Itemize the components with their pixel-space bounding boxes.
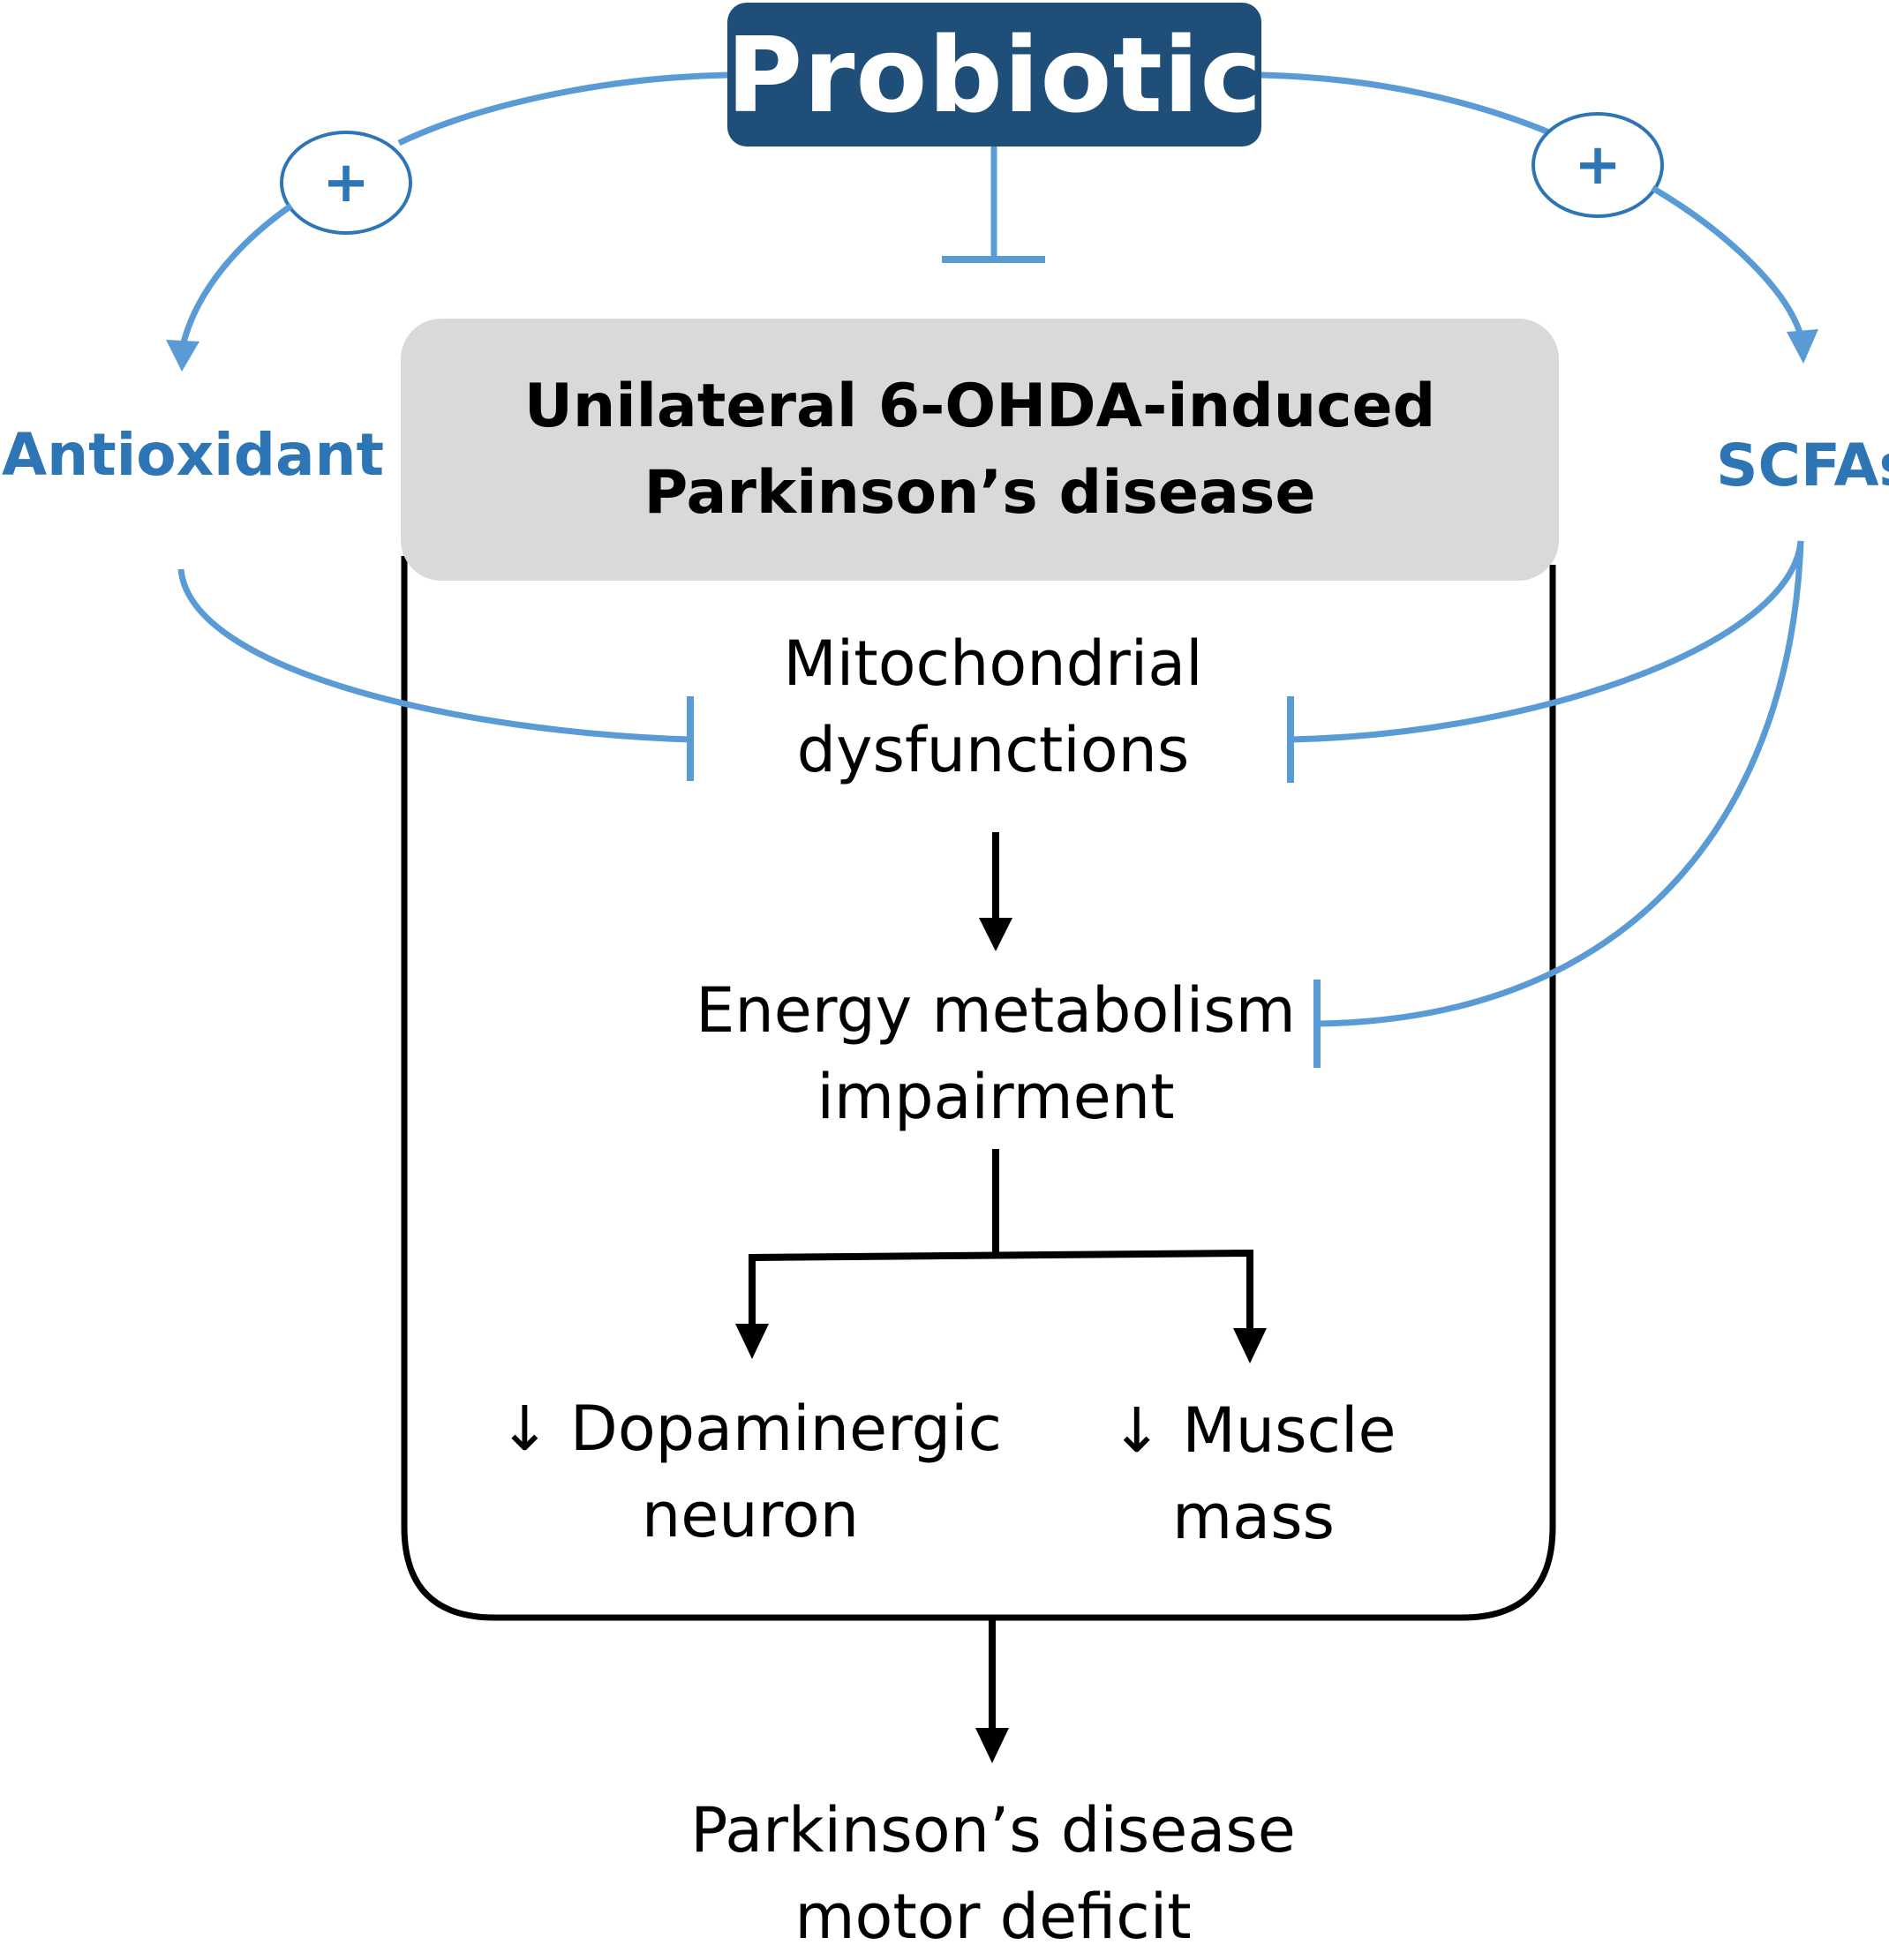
energy-line1: Energy metabolism (696, 974, 1296, 1047)
motor-line2: motor deficit (794, 1881, 1192, 1953)
muscle-line1: ↓ Muscle (1110, 1394, 1396, 1467)
scfas-energy-inhibition-curve (1316, 540, 1804, 1027)
scfas-activation-arrowhead (1787, 329, 1818, 364)
scfas-label: SCFAs (1716, 432, 1889, 499)
scfas-activation-arrow-line (1651, 184, 1804, 337)
disease-model-line1: Unilateral 6-OHDA-induced (523, 371, 1436, 441)
antioxidant-label: Antioxidant (2, 421, 385, 489)
energy-metabolism-node: Energy metabolism impairment (687, 967, 1305, 1140)
probiotic-to-scfas-curve (1261, 71, 1551, 136)
probiotic-to-antioxidant-curve (397, 71, 728, 146)
mitochondrial-to-energy-arrowhead (979, 918, 1012, 951)
disease-model-header: Unilateral 6-OHDA-induced Parkinson’s di… (401, 319, 1559, 581)
scfas-plus-sign: + (1574, 132, 1622, 198)
motor-deficit-node: Parkinson’s disease motor deficit (684, 1787, 1302, 1960)
antioxidant-activation-arrow-line (179, 203, 294, 347)
dopaminergic-line2: neuron (641, 1479, 860, 1551)
antioxidant-plus-sign: + (322, 150, 370, 215)
probiotic-label: Probiotic (726, 13, 1263, 136)
antioxidant-activation-arrowhead (166, 340, 199, 372)
mitochondrial-line2: dysfunctions (796, 714, 1190, 786)
dopaminergic-line1: ↓ Dopaminergic (499, 1393, 1002, 1465)
mitochondrial-dysfunctions-node: Mitochondrial dysfunctions (728, 620, 1258, 793)
muscle-mass-node: ↓ Muscle mass (1086, 1387, 1421, 1560)
branch-to-muscle-arrowhead (1233, 1328, 1267, 1363)
scfas-plus-circle (1532, 112, 1664, 218)
energy-line2: impairment (817, 1061, 1175, 1133)
energy-branch-split (749, 1249, 1253, 1328)
container-to-motor-arrowhead (975, 1728, 1009, 1763)
antioxidant-inhibition-curve (177, 568, 691, 743)
antioxidant-plus-circle (280, 131, 412, 235)
dopaminergic-neuron-node: ↓ Dopaminergic neuron (494, 1386, 1006, 1558)
scfas-mitochondrial-inhibition-curve (1290, 540, 1804, 743)
mitochondrial-line1: Mitochondrial (783, 627, 1203, 700)
probiotic-box: Probiotic (726, 3, 1263, 146)
motor-line1: Parkinson’s disease (690, 1794, 1296, 1866)
muscle-line2: mass (1171, 1481, 1336, 1553)
process-container (401, 556, 1556, 1621)
branch-to-dopaminergic-arrowhead (735, 1324, 769, 1359)
disease-model-line2: Parkinson’s disease (643, 457, 1316, 528)
